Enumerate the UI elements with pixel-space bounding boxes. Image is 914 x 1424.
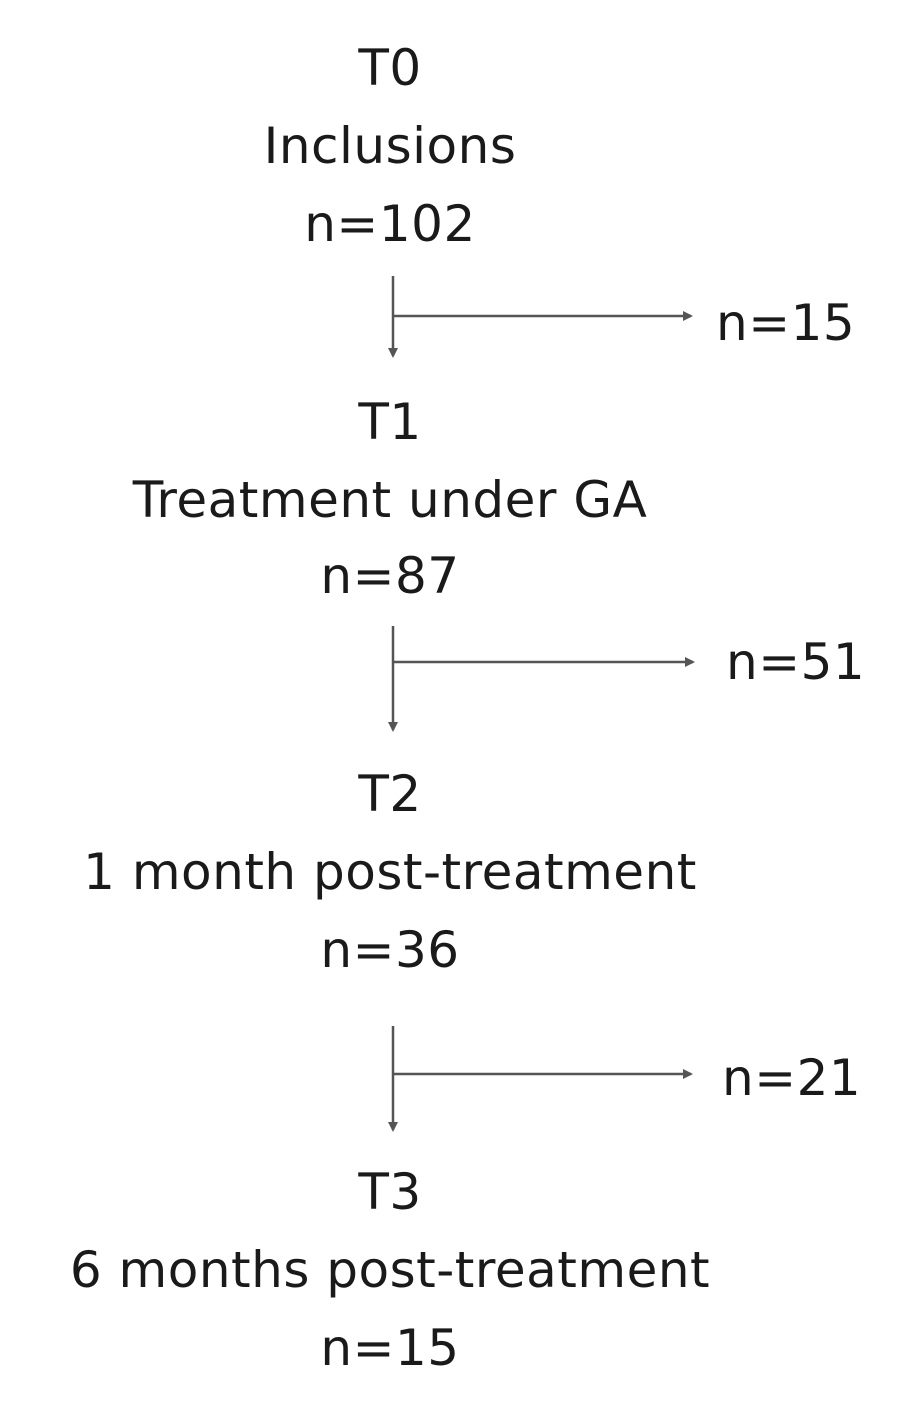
stage-t0-count: n=102 bbox=[304, 195, 476, 253]
dropout-count-t0-t1: n=15 bbox=[716, 294, 856, 352]
stage-t0-label: Inclusions bbox=[263, 117, 517, 175]
stage-t2-label: 1 month post-treatment bbox=[83, 843, 697, 901]
arrow-group-t1-t2 bbox=[388, 626, 695, 732]
arrow-group-t0-t1 bbox=[388, 276, 693, 358]
dropout-count-t2-t3: n=21 bbox=[722, 1049, 862, 1107]
arrow-group-t2-t3 bbox=[388, 1026, 693, 1132]
stage-t1-count: n=87 bbox=[320, 547, 460, 605]
stage-t3-code: T3 bbox=[358, 1163, 422, 1221]
dropout-count-t1-t2: n=51 bbox=[726, 633, 866, 691]
stage-t1-label: Treatment under GA bbox=[132, 471, 648, 529]
stage-t1-code: T1 bbox=[358, 393, 422, 451]
stage-t2-code: T2 bbox=[358, 765, 422, 823]
stage-t3-count: n=15 bbox=[320, 1319, 460, 1377]
stage-t3-label: 6 months post-treatment bbox=[69, 1241, 711, 1299]
stage-t0-code: T0 bbox=[358, 39, 422, 97]
stage-t2-count: n=36 bbox=[320, 921, 460, 979]
